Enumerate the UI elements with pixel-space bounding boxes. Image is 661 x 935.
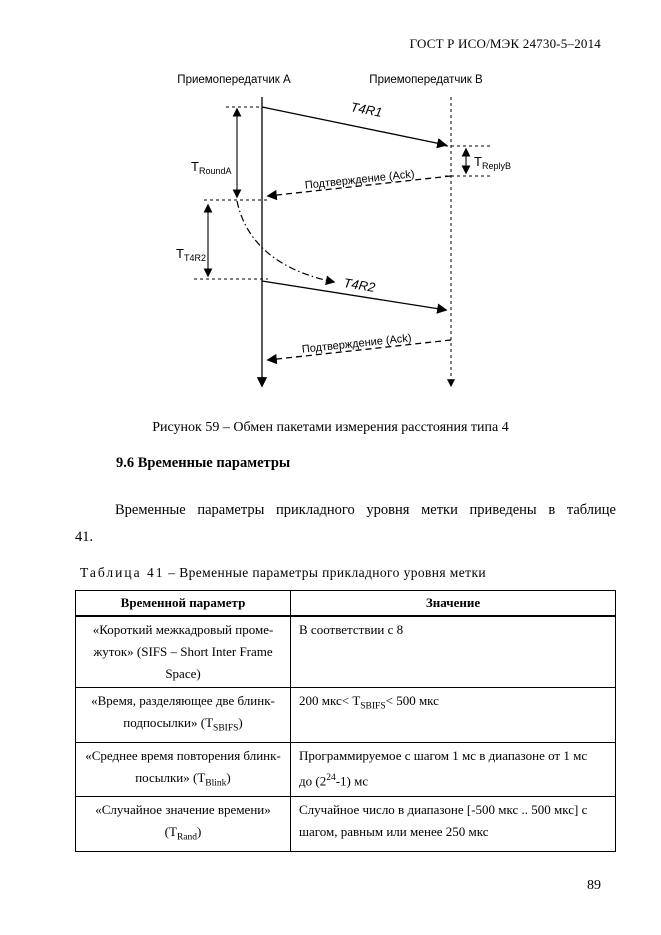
param-line: «Короткий межкадровый проме- bbox=[92, 622, 274, 637]
param-subscript: Rand bbox=[176, 832, 197, 843]
value-superscript: 24 bbox=[326, 772, 336, 783]
table-caption-text: – Временные параметры прикладного уровня… bbox=[164, 565, 487, 580]
value-line: В соответствии с 8 bbox=[299, 622, 404, 637]
t-t4r2-label: TT4R2 bbox=[176, 246, 206, 263]
param-text: ) bbox=[238, 715, 243, 730]
param-line: «Случайное значение времени» bbox=[95, 802, 271, 818]
table-row: «Случайное значение времени» (TRand) Слу… bbox=[75, 796, 616, 852]
param-cell: «Среднее время повторения блинк- посылки… bbox=[75, 741, 291, 798]
t-rounda-base: T bbox=[191, 159, 199, 174]
value-text: < 500 мкс bbox=[385, 693, 439, 708]
t4r2-label: T4R2 bbox=[343, 275, 378, 295]
t-replyb-label: TReplyB bbox=[474, 154, 511, 171]
value-text: -1) мс bbox=[335, 772, 369, 788]
figure-59-diagram: Приемопередатчик A Приемопередатчик B T4… bbox=[176, 74, 511, 388]
document-header: ГОСТ Р ИСО/МЭК 24730-5–2014 bbox=[409, 36, 601, 51]
param-line: посылки» (TBlink) bbox=[84, 767, 282, 795]
value-cell: Программируемое с шагом 1 мс в диапазоне… bbox=[290, 741, 616, 798]
t4r2-arrow bbox=[261, 280, 448, 314]
param-text: ) bbox=[226, 769, 231, 785]
value-line: шагом, равным или менее 250 мкс bbox=[299, 824, 489, 840]
value-text: до (2 bbox=[299, 772, 327, 788]
param-cell: «Короткий межкадровый проме- жуток» (SIF… bbox=[75, 615, 291, 688]
ack1-label: Подтверждение (Ack) bbox=[304, 168, 415, 191]
param-line: Space) bbox=[165, 666, 201, 681]
transceiver-b-label: Приемопередатчик B bbox=[369, 74, 483, 86]
retry-curve-arrow bbox=[236, 200, 336, 286]
paragraph-line: 41. bbox=[75, 529, 94, 545]
t4r1-arrow bbox=[261, 106, 448, 149]
t-t4r2-base: T bbox=[176, 246, 184, 261]
t-rounda-sub: RoundA bbox=[199, 166, 232, 176]
paragraph-line: Временные параметры прикладного уровня м… bbox=[115, 502, 616, 518]
figure-caption: Рисунок 59 – Обмен пакетами измерения ра… bbox=[152, 420, 509, 435]
table-row: «Среднее время повторения блинк- посылки… bbox=[75, 741, 616, 798]
ack1-arrow bbox=[266, 175, 452, 201]
table-41: Временной параметр Значение «Короткий ме… bbox=[75, 590, 616, 852]
body-paragraph: Временные параметры прикладного уровня м… bbox=[75, 497, 616, 551]
t-rounda-label: TRoundA bbox=[191, 159, 231, 176]
value-line: Программируемое с шагом 1 мс в диапазоне… bbox=[299, 747, 588, 763]
value-line: Случайное число в диапазоне [-500 мкс ..… bbox=[299, 802, 588, 818]
param-line: «Среднее время повторения блинк- bbox=[85, 747, 281, 763]
table-row: «Время, разделяющее две блинк- подпосылк… bbox=[75, 687, 616, 743]
param-line: жуток» (SIFS – Short Inter Frame bbox=[93, 644, 273, 659]
t4r1-label: T4R1 bbox=[349, 99, 383, 120]
table-row: «Короткий межкадровый проме- жуток» (SIF… bbox=[75, 615, 616, 688]
param-line: «Время, разделяющее две блинк- bbox=[91, 693, 275, 708]
section-heading: 9.6 Временные параметры bbox=[116, 455, 291, 471]
col-header-value: Значение bbox=[290, 590, 616, 617]
table-caption: Таблица 41 – Временные параметры приклад… bbox=[80, 565, 486, 581]
param-cell: «Время, разделяющее две блинк- подпосылк… bbox=[75, 687, 291, 743]
value-subscript: SBIFS bbox=[360, 701, 386, 712]
ack2-label: Подтверждение (Ack) bbox=[301, 332, 412, 355]
table-caption-label: Таблица 41 bbox=[80, 565, 165, 580]
value-line: 200 мкс< TSBIFS< 500 мкс bbox=[299, 690, 607, 718]
value-cell: В соответствии с 8 bbox=[290, 615, 616, 688]
col-header-parameter: Временной параметр bbox=[75, 590, 291, 617]
t-replyb-sub: ReplyB bbox=[482, 161, 511, 171]
value-text: 200 мкс< T bbox=[299, 693, 361, 708]
transceiver-a-label: Приемопередатчик A bbox=[177, 74, 291, 86]
page-number: 89 bbox=[587, 878, 601, 893]
param-subscript: SBIFS bbox=[213, 723, 239, 734]
param-line: подпосылки» (TSBIFS) bbox=[84, 712, 282, 740]
value-line: до (224-1) мс bbox=[299, 767, 607, 792]
t-t4r2-sub: T4R2 bbox=[184, 253, 206, 263]
value-cell: 200 мкс< TSBIFS< 500 мкс bbox=[290, 687, 616, 743]
param-text: ) bbox=[197, 824, 202, 840]
param-cell: «Случайное значение времени» (TRand) bbox=[75, 796, 291, 852]
param-text: (T bbox=[164, 824, 177, 840]
param-subscript: Blink bbox=[205, 778, 227, 789]
value-cell: Случайное число в диапазоне [-500 мкс ..… bbox=[290, 796, 616, 852]
t-replyb-base: T bbox=[474, 154, 482, 169]
param-text: подпосылки» (T bbox=[123, 715, 214, 730]
table-header-row: Временной параметр Значение bbox=[75, 590, 616, 617]
ack2-arrow bbox=[266, 339, 452, 365]
param-text: посылки» (T bbox=[135, 769, 206, 785]
param-line: (TRand) bbox=[84, 821, 282, 849]
